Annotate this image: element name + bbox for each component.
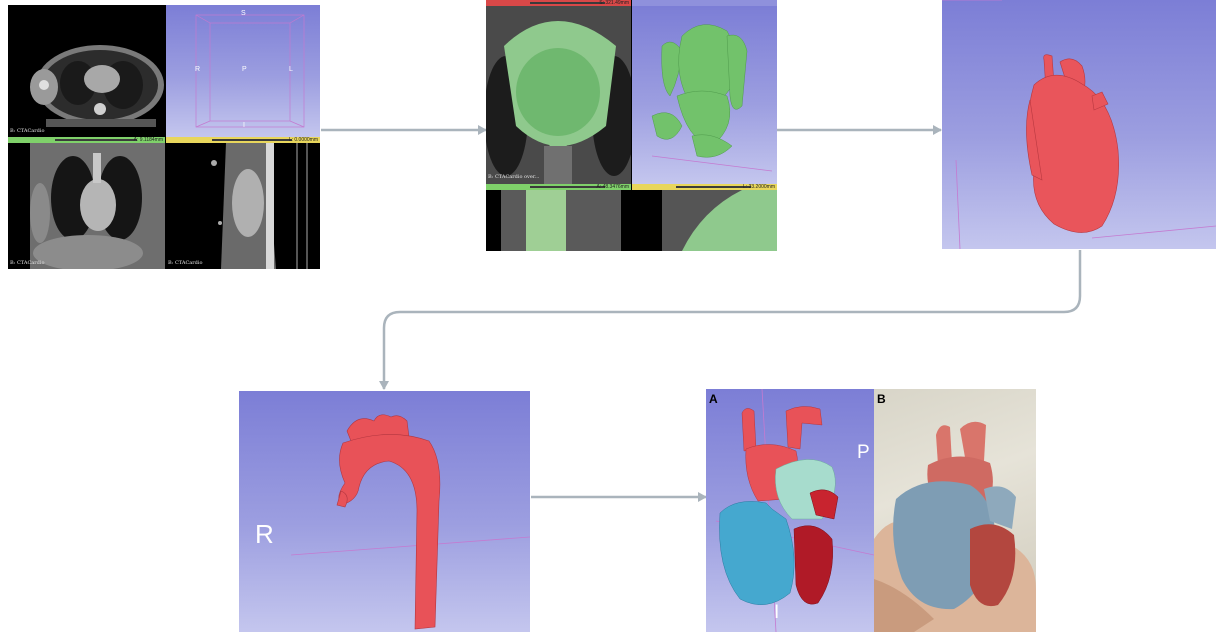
- sagittal-slice-image: [166, 143, 320, 269]
- orient-posterior: P: [242, 66, 247, 73]
- coronal-ct-view: B: CTACardio: [8, 143, 165, 269]
- aorta-orient-right: R: [255, 521, 274, 547]
- 3d-segment-surface: [632, 6, 777, 184]
- colored-model-orient-posterior: P: [857, 443, 870, 462]
- step2-segmentation-layout: S: 321.49mm B: CTACardio over...: [486, 0, 777, 251]
- arrow-step3-to-step4: [384, 250, 1080, 389]
- 3d-empty-view: S R P L I: [166, 5, 320, 137]
- colored-heart-render: [706, 389, 874, 632]
- step5a-colored-model-view: A P I: [706, 389, 874, 632]
- 3d-segmentation-view: [632, 6, 777, 184]
- sagittal-view-label: B: CTACardio: [168, 260, 202, 266]
- axial-slice-image: [8, 5, 165, 137]
- aorta-model-render: [239, 391, 530, 632]
- segmented-view-label: B: CTACardio over...: [488, 174, 539, 180]
- step4-aorta-model-view: R: [239, 391, 530, 632]
- segmented-coronal-view: [486, 190, 631, 251]
- segmented-sagittal-image: [632, 190, 777, 251]
- axial-view-label: B: CTACardio: [10, 128, 44, 134]
- coronal-slice-image: [8, 143, 165, 269]
- heart-model-render: [942, 0, 1216, 249]
- colored-model-orient-inferior: I: [774, 603, 779, 622]
- panel-label-a: A: [709, 392, 718, 406]
- step5b-printed-model-photo: B: [874, 389, 1036, 632]
- segmented-coronal-image: [486, 190, 631, 251]
- step3-heart-model-view: [942, 0, 1216, 249]
- printed-heart-photo: [874, 389, 1036, 632]
- orient-left: L: [289, 66, 293, 73]
- axial-ct-view: B: CTACardio: [8, 5, 165, 137]
- orient-right: R: [195, 66, 200, 73]
- segmented-sagittal-view: [632, 190, 777, 251]
- segmented-axial-image: [486, 6, 631, 184]
- sagittal-ct-view: B: CTACardio: [166, 143, 320, 269]
- panel-label-b: B: [877, 392, 886, 406]
- coronal-view-label: B: CTACardio: [10, 260, 44, 266]
- orient-inferior: I: [243, 122, 245, 129]
- step1-ct-layout: B: CTACardio S R P L I A: 9.1184mm L: 0.…: [8, 5, 320, 269]
- segmented-axial-view: B: CTACardio over...: [486, 6, 631, 184]
- orient-superior: S: [241, 10, 246, 17]
